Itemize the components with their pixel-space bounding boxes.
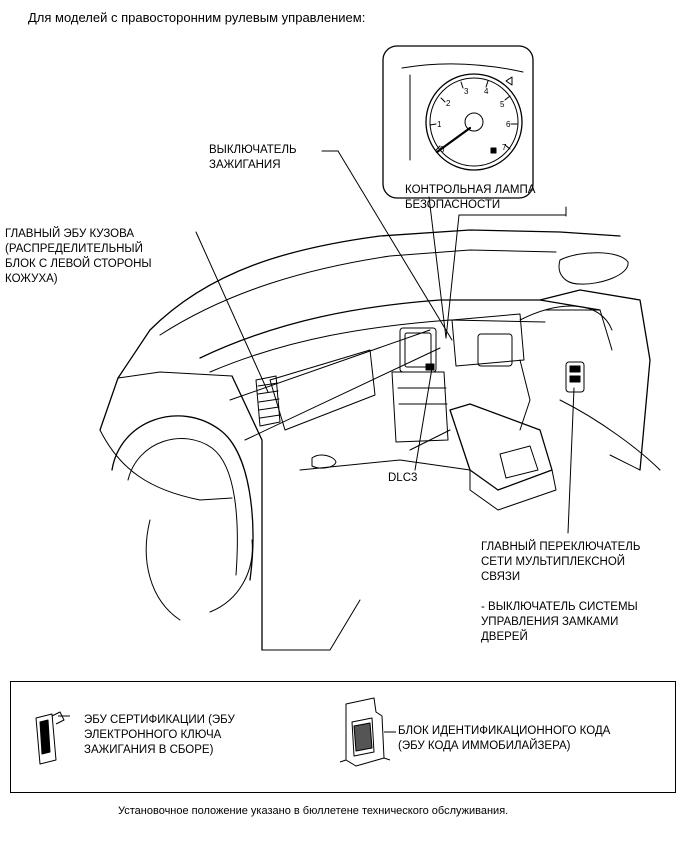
multiplex-switch-label: ГЛАВНЫЙ ПЕРЕКЛЮЧАТЕЛЬ СЕТИ МУЛЬТИПЛЕКСНО…	[481, 541, 641, 583]
id-code-box-icon	[339, 697, 396, 767]
gauge-tick-2: 2	[446, 99, 451, 108]
gauge-tick-0: 0	[440, 145, 445, 154]
ignition-switch-label: ВЫКЛЮЧАТЕЛЬ ЗАЖИГАНИЯ	[209, 144, 297, 171]
gauge-tick-1: 1	[437, 120, 442, 129]
security-lamp-label: КОНТРОЛЬНАЯ ЛАМПА БЕЗОПАСНОСТИ	[405, 184, 536, 211]
gauge-tick-5: 5	[500, 100, 505, 109]
cert-ecu-label: ЭБУ СЕРТИФИКАЦИИ (ЭБУ ЭЛЕКТРОННОГО КЛЮЧА…	[84, 714, 235, 756]
dlc3-label: DLC3	[388, 472, 418, 484]
page-title: Для моделей с правосторонним рулевым упр…	[28, 10, 366, 25]
gauge-tick-3: 3	[464, 87, 469, 96]
vehicle-outline	[99, 229, 661, 651]
id-code-box-label: БЛОК ИДЕНТИФИКАЦИОННОГО КОДА (ЭБУ КОДА И…	[398, 725, 611, 752]
gauge-tick-7: 7	[502, 143, 507, 152]
body-ecu-label: ГЛАВНЫЙ ЭБУ КУЗОВА (РАСПРЕДЕЛИТЕЛЬНЫЙ БЛ…	[5, 228, 152, 285]
gauge-tick-4: 4	[484, 87, 489, 96]
gauge-tick-6: 6	[506, 120, 511, 129]
door-lock-switch-label: - ВЫКЛЮЧАТЕЛЬ СИСТЕМЫ УПРАВЛЕНИЯ ЗАМКАМИ…	[481, 601, 638, 643]
component-legend	[10, 681, 676, 793]
callout-leaders	[195, 150, 575, 534]
certification-ecu-icon	[35, 711, 70, 765]
footer-note: Установочное положение указано в бюллете…	[118, 805, 509, 817]
combination-meter-inset	[382, 45, 534, 199]
